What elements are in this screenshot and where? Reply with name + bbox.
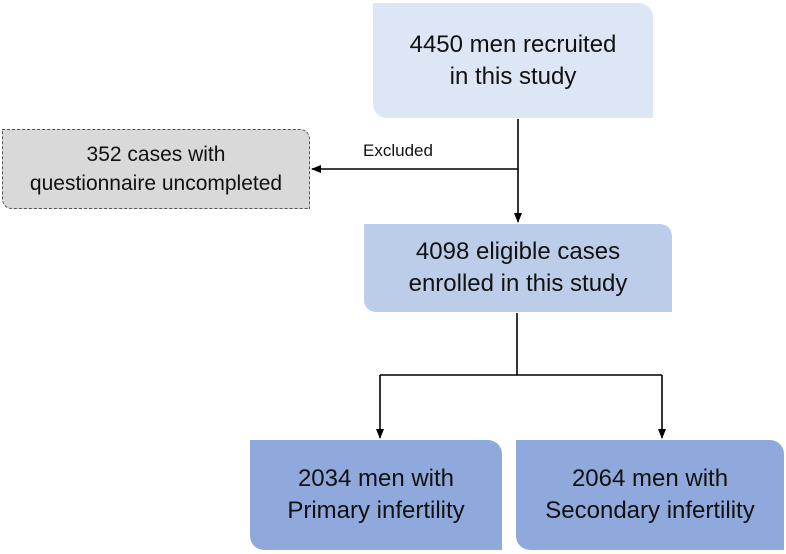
node-eligible-line-1: 4098 eligible cases xyxy=(415,238,621,265)
node-recruited: 4450 men recruited in this study xyxy=(373,3,653,118)
node-primary-line-1: 2034 men with xyxy=(297,465,455,492)
edge-label-excluded: Excluded xyxy=(363,141,433,160)
node-recruited-line-1: 4450 men recruited xyxy=(409,30,617,58)
node-excluded: 352 cases with questionnaire uncompleted xyxy=(2,129,310,209)
node-excluded-line-1: 352 cases with xyxy=(86,143,226,166)
node-secondary: 2064 men with Secondary infertility xyxy=(516,440,784,550)
node-primary-line-2: Primary infertility xyxy=(287,497,465,524)
node-eligible-line-2: enrolled in this study xyxy=(408,270,628,297)
node-primary: 2034 men with Primary infertility xyxy=(250,440,502,550)
node-excluded-line-2: questionnaire uncompleted xyxy=(29,172,283,195)
node-recruited-line-2: in this study xyxy=(449,62,577,90)
node-secondary-line-1: 2064 men with xyxy=(571,465,729,492)
node-secondary-line-2: Secondary infertility xyxy=(545,497,755,524)
node-eligible: 4098 eligible cases enrolled in this stu… xyxy=(364,224,672,312)
